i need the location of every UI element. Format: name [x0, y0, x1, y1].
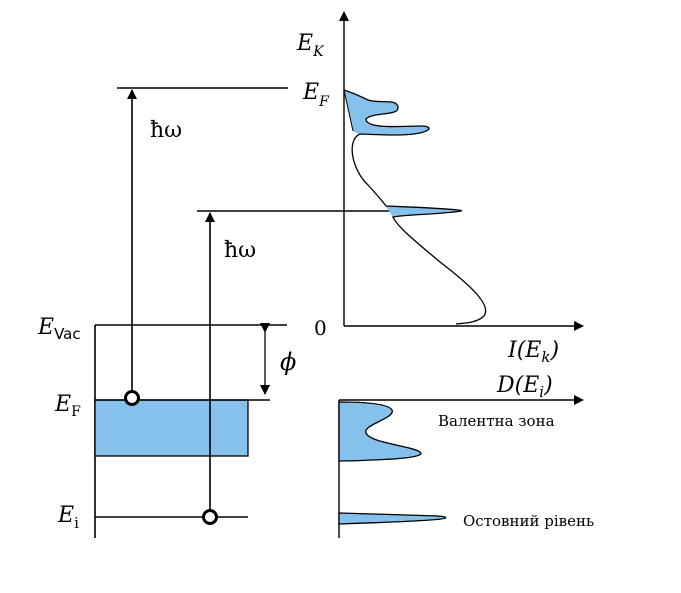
- spectrum-curve: [343, 89, 487, 325]
- zero-label: 0: [314, 316, 327, 340]
- core-level-label: Остовний рівень: [463, 512, 594, 530]
- i-ek-label: I(Ek): [507, 338, 559, 366]
- spectrum-fermi-edge: [343, 89, 354, 132]
- hbar-omega-label-1: ħω: [150, 118, 182, 143]
- filled-band: [94, 399, 249, 457]
- e-i-label: Ei: [57, 503, 79, 532]
- e-vac-label: EVac: [37, 315, 81, 343]
- electron-fermi: [124, 390, 140, 406]
- e-f-right-label: EF: [302, 80, 330, 110]
- dos-valence-band: [338, 401, 422, 462]
- valence-band-label: Валентна зона: [438, 412, 555, 430]
- hbar-omega-label-2: ħω: [224, 238, 256, 263]
- phi-label: ϕ: [280, 348, 296, 376]
- e-f-left-label: EF: [54, 392, 81, 420]
- d-ei-label: D(Ei): [496, 373, 553, 401]
- spectrum-valence-fill: [344, 90, 429, 135]
- electron-core: [202, 509, 218, 525]
- ek-axis-label: EK: [296, 31, 325, 60]
- dos-core-level: [338, 512, 447, 525]
